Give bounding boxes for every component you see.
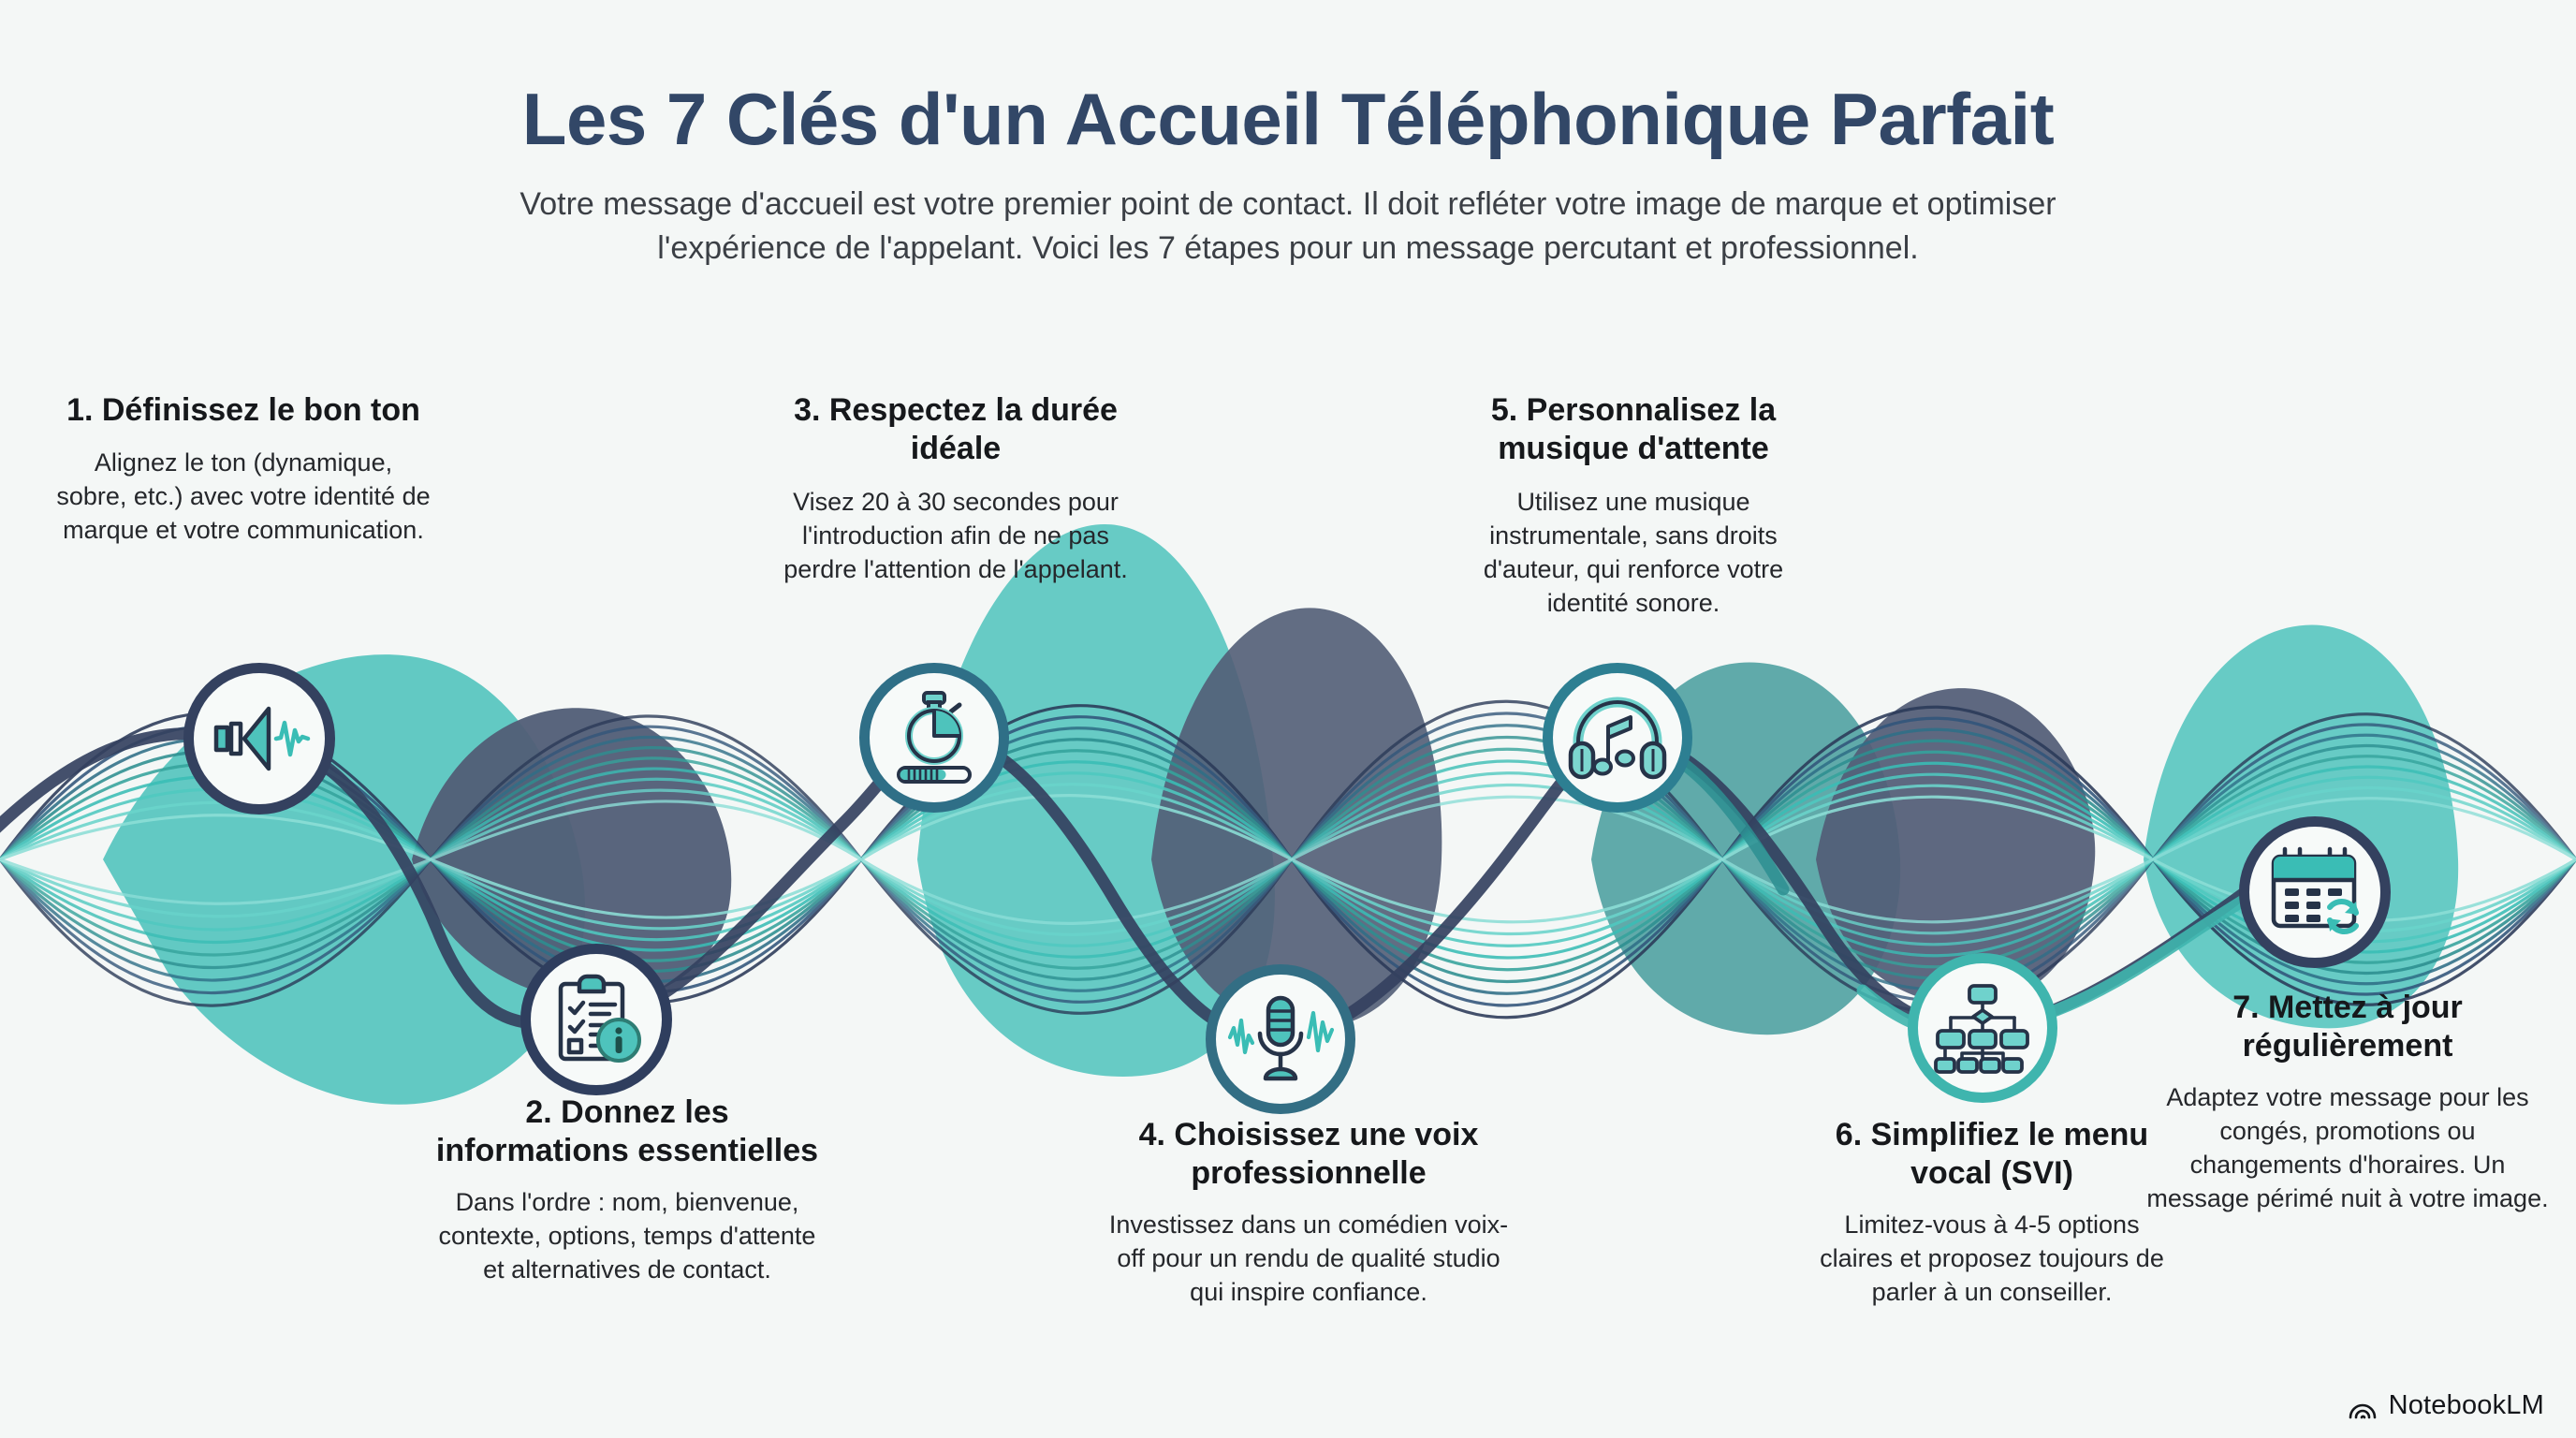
step-3-description: Visez 20 à 30 secondes pour l'introducti… — [783, 487, 1128, 583]
step-5-title: 5. Personnalisez la musique d'attente — [1490, 392, 1777, 467]
step-6-text: 6. Simplifiez le menu vocal (SVI) Limite… — [1805, 1116, 2179, 1310]
step-1-text: 1. Définissez le bon ton Alignez le ton … — [56, 391, 431, 548]
step-2-icon-circle — [520, 944, 672, 1095]
step-4-title: 4. Choisissez une voix professionnelle — [1138, 1117, 1479, 1192]
step-5-icon-circle — [1543, 663, 1692, 813]
step-2-text: 2. Donnez les informations essentielles … — [426, 1093, 828, 1287]
page-subtitle: Votre message d'accueil est votre premie… — [520, 185, 2056, 266]
step-7-text: 7. Mettez à jour régulièrement Adaptez v… — [2142, 989, 2554, 1216]
step-4-icon-circle — [1206, 964, 1355, 1114]
step-6-icon-circle — [1908, 953, 2057, 1103]
page-title: Les 7 Clés d'un Accueil Téléphonique Par… — [521, 78, 2055, 160]
flowchart-sitemap-icon — [1934, 982, 2031, 1074]
speaker-soundwave-icon — [207, 696, 312, 782]
step-3-icon-circle — [859, 663, 1009, 813]
step-1-icon-circle — [183, 663, 335, 814]
step-2-description: Dans l'ordre : nom, bienvenue, contexte,… — [438, 1187, 816, 1284]
step-1-description: Alignez le ton (dynamique, sobre, etc.) … — [56, 448, 431, 545]
notebooklm-label: NotebookLM — [2388, 1390, 2544, 1420]
headphones-music-note-icon — [1567, 693, 1668, 783]
step-5-text: 5. Personnalisez la musique d'attente Ut… — [1442, 391, 1825, 621]
step-7-title: 7. Mettez à jour régulièrement — [2232, 990, 2463, 1064]
step-3-text: 3. Respectez la durée idéale Visez 20 à … — [766, 391, 1146, 587]
step-6-title: 6. Simplifiez le menu vocal (SVI) — [1835, 1117, 2149, 1192]
step-1-title: 1. Définissez le bon ton — [66, 392, 420, 428]
stopwatch-progress-icon — [886, 689, 983, 786]
step-6-description: Limitez-vous à 4-5 options claires et pr… — [1820, 1210, 2164, 1306]
microphone-waveform-icon — [1226, 992, 1335, 1086]
step-4-text: 4. Choisissez une voix professionnelle I… — [1103, 1116, 1515, 1310]
step-4-description: Investissez dans un comédien voix-off po… — [1108, 1210, 1509, 1306]
clipboard-checklist-info-icon — [548, 971, 645, 1068]
notebooklm-arc-icon — [2348, 1392, 2378, 1420]
step-7-description: Adaptez votre message pour les congés, p… — [2146, 1082, 2549, 1212]
step-3-title: 3. Respectez la durée idéale — [794, 392, 1118, 467]
step-2-title: 2. Donnez les informations essentielles — [435, 1094, 819, 1169]
step-7-icon-circle — [2239, 816, 2391, 968]
notebooklm-watermark: NotebookLM — [2348, 1390, 2544, 1421]
step-5-description: Utilisez une musique instrumentale, sans… — [1483, 487, 1784, 617]
infographic-header: Les 7 Clés d'un Accueil Téléphonique Par… — [0, 0, 2576, 270]
calendar-refresh-icon — [2264, 845, 2365, 939]
